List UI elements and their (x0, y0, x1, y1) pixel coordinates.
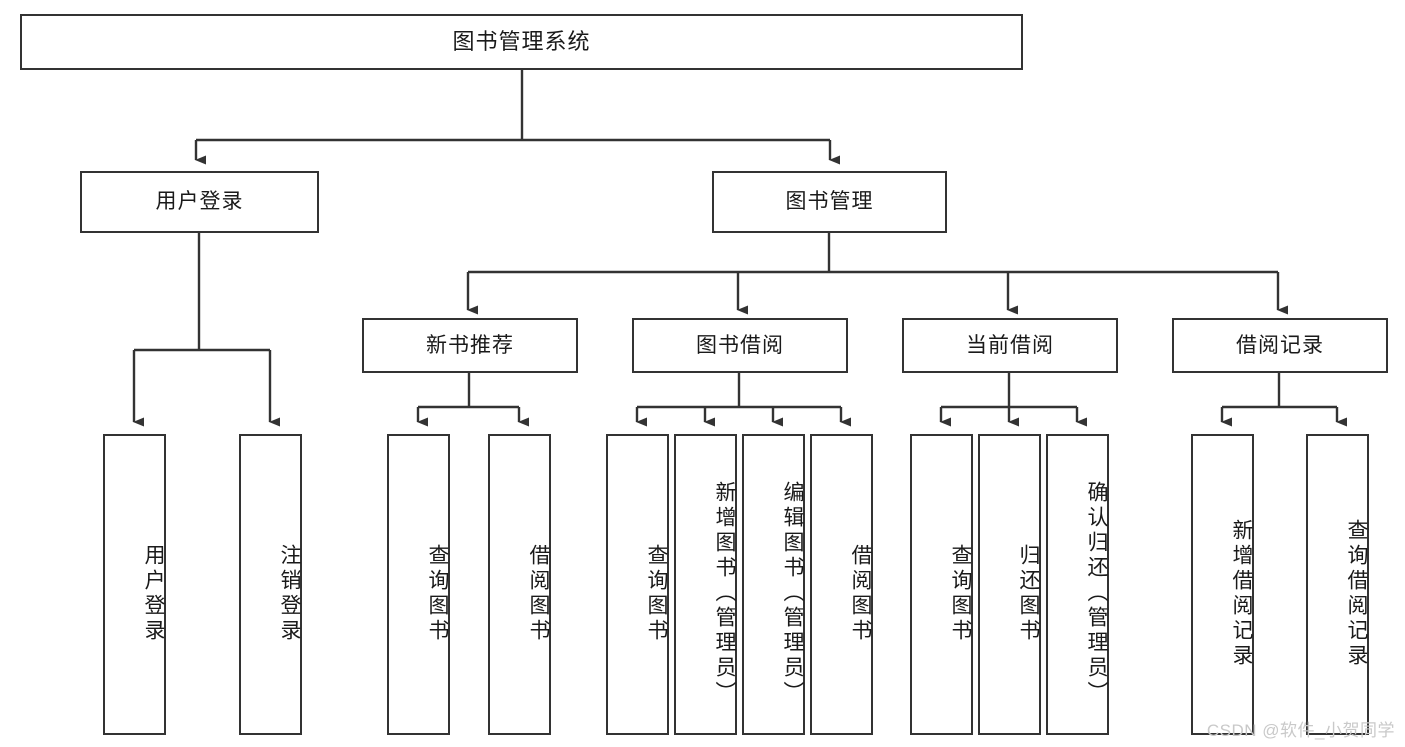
node-label: 查询图书 (949, 543, 972, 644)
node-label: 查询图书 (645, 543, 668, 644)
node-label: 注销登录 (278, 543, 301, 644)
node-label: 用户登录 (142, 543, 165, 644)
node-borrow-record[interactable]: 借阅记录 (1172, 318, 1388, 373)
node-label: 图书借阅 (696, 333, 784, 357)
leaf-borrow-book-recommend[interactable]: 借阅图书 (488, 434, 551, 735)
node-label: 新增图书（管理员） (713, 481, 736, 706)
leaf-query-book-recommend[interactable]: 查询图书 (387, 434, 450, 735)
node-label: 借阅记录 (1236, 333, 1324, 357)
node-root-book-management-system[interactable]: 图书管理系统 (20, 14, 1023, 70)
node-label: 图书管理 (785, 190, 874, 214)
node-new-book-recommend[interactable]: 新书推荐 (362, 318, 578, 373)
node-label: 当前借阅 (966, 333, 1054, 357)
node-label: 新书推荐 (426, 333, 514, 357)
node-book-management[interactable]: 图书管理 (712, 171, 947, 233)
leaf-user-login[interactable]: 用户登录 (103, 434, 166, 735)
node-label: 新增借阅记录 (1230, 518, 1253, 669)
leaf-query-borrow-record[interactable]: 查询借阅记录 (1306, 434, 1369, 735)
leaf-add-book-admin[interactable]: 新增图书（管理员） (674, 434, 737, 735)
leaf-logout[interactable]: 注销登录 (239, 434, 302, 735)
node-label: 借阅图书 (849, 543, 872, 644)
node-label: 归还图书 (1017, 543, 1040, 644)
node-label: 查询图书 (426, 543, 449, 644)
leaf-confirm-return-admin[interactable]: 确认归还（管理员） (1046, 434, 1109, 735)
node-user-login[interactable]: 用户登录 (80, 171, 319, 233)
leaf-borrow-book[interactable]: 借阅图书 (810, 434, 873, 735)
node-label: 确认归还（管理员） (1085, 481, 1108, 706)
leaf-edit-book-admin[interactable]: 编辑图书（管理员） (742, 434, 805, 735)
node-label: 借阅图书 (527, 543, 550, 644)
leaf-add-borrow-record[interactable]: 新增借阅记录 (1191, 434, 1254, 735)
leaf-query-book-borrow[interactable]: 查询图书 (606, 434, 669, 735)
leaf-query-book-current[interactable]: 查询图书 (910, 434, 973, 735)
node-book-borrow[interactable]: 图书借阅 (632, 318, 848, 373)
node-label: 图书管理系统 (452, 28, 591, 54)
leaf-return-book[interactable]: 归还图书 (978, 434, 1041, 735)
node-label: 用户登录 (155, 190, 244, 214)
node-label: 查询借阅记录 (1345, 518, 1368, 669)
csdn-watermark: CSDN @软件_小贺同学 (1206, 721, 1395, 740)
node-current-borrow[interactable]: 当前借阅 (902, 318, 1118, 373)
node-label: 编辑图书（管理员） (781, 481, 804, 706)
